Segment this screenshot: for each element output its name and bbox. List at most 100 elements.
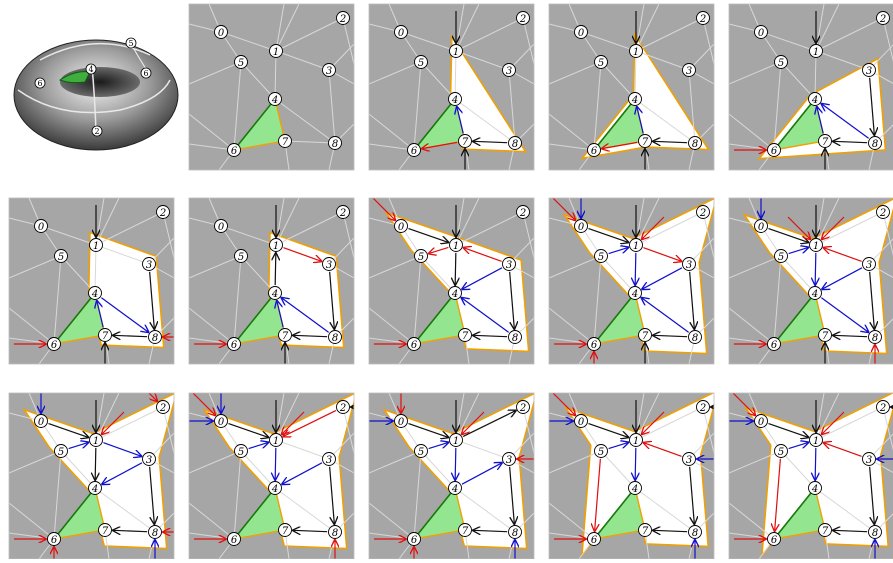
blue-arrow xyxy=(282,462,323,484)
black-arrow xyxy=(869,466,875,524)
vertex-4: 4 xyxy=(448,481,462,495)
svg-text:8: 8 xyxy=(512,139,518,150)
triangle-edge xyxy=(593,292,636,345)
svg-text:5: 5 xyxy=(778,252,784,263)
svg-text:0: 0 xyxy=(578,28,585,39)
svg-text:3: 3 xyxy=(506,260,512,271)
vertex-2: 2 xyxy=(696,205,710,219)
vertex-1: 1 xyxy=(269,433,283,447)
svg-text:4: 4 xyxy=(271,95,278,106)
svg-text:6: 6 xyxy=(231,146,238,157)
svg-text:2: 2 xyxy=(519,208,526,219)
svg-text:4: 4 xyxy=(631,95,638,106)
svg-text:5: 5 xyxy=(598,252,604,263)
svg-text:4: 4 xyxy=(88,65,93,74)
svg-text:5: 5 xyxy=(778,447,784,458)
mesh-edge xyxy=(342,17,354,65)
svg-text:4: 4 xyxy=(91,289,98,300)
panel-frame xyxy=(368,197,535,365)
blue-arrow xyxy=(821,297,868,333)
mesh-edge xyxy=(760,31,817,52)
mesh-edge xyxy=(729,61,782,85)
svg-text:2: 2 xyxy=(699,208,706,219)
panel-frame xyxy=(728,3,893,171)
vertex-8: 8 xyxy=(868,136,882,150)
red-arrow xyxy=(822,411,845,434)
svg-text:2: 2 xyxy=(94,127,99,136)
svg-text:0: 0 xyxy=(38,222,45,233)
vertex-0: 0 xyxy=(34,219,48,233)
mesh-edge xyxy=(189,255,242,279)
vertex-2: 2 xyxy=(696,11,710,25)
black-arrow xyxy=(408,423,449,438)
svg-text:7: 7 xyxy=(462,526,469,537)
svg-text:1: 1 xyxy=(453,436,459,447)
svg-text:6: 6 xyxy=(591,535,598,546)
red-arrow xyxy=(283,409,337,437)
svg-text:2: 2 xyxy=(519,14,526,25)
svg-text:4: 4 xyxy=(811,95,818,106)
svg-text:5: 5 xyxy=(418,447,424,458)
black-arrow xyxy=(149,271,155,329)
mesh-edge xyxy=(549,61,602,85)
svg-text:0: 0 xyxy=(758,28,765,39)
svg-text:6: 6 xyxy=(51,535,58,546)
panel-frame xyxy=(368,3,535,171)
torus-vertex-label: 6 xyxy=(34,77,46,89)
svg-text:0: 0 xyxy=(398,417,405,428)
vertex-7: 7 xyxy=(98,523,112,537)
svg-text:3: 3 xyxy=(866,66,872,77)
vertex-3: 3 xyxy=(322,63,336,77)
svg-text:4: 4 xyxy=(451,484,458,495)
blue-arrow xyxy=(821,104,869,139)
black-arrow xyxy=(768,228,809,243)
triangle-edge xyxy=(233,487,276,540)
vertex-6: 6 xyxy=(47,337,61,351)
vertex-3: 3 xyxy=(502,257,516,271)
svg-text:1: 1 xyxy=(273,47,279,58)
red-arrow xyxy=(602,141,638,148)
svg-text:5: 5 xyxy=(238,447,244,458)
mesh-edge xyxy=(189,307,235,345)
vertex-7: 7 xyxy=(278,134,292,148)
svg-text:8: 8 xyxy=(872,528,878,539)
black-arrow xyxy=(228,423,269,438)
mesh-edge xyxy=(162,211,174,259)
panel-frame xyxy=(8,197,175,365)
svg-text:2: 2 xyxy=(339,14,346,25)
svg-text:8: 8 xyxy=(332,139,338,150)
mesh-edge xyxy=(580,31,637,52)
black-arrow xyxy=(588,423,629,438)
black-arrow xyxy=(833,335,868,336)
black-arrow xyxy=(653,335,688,336)
mesh-edge xyxy=(522,17,534,65)
vertex-0: 0 xyxy=(394,414,408,428)
red-arrow xyxy=(283,247,322,262)
red-arrow xyxy=(464,248,502,262)
mesh-edge xyxy=(275,211,344,246)
red-arrow xyxy=(732,393,755,415)
vertex-0: 0 xyxy=(574,219,588,233)
vertex-3: 3 xyxy=(682,63,696,77)
vertex-5: 5 xyxy=(594,55,608,69)
vertex-8: 8 xyxy=(688,330,702,344)
mesh-edge xyxy=(455,17,524,52)
vertex-7: 7 xyxy=(638,134,652,148)
vertex-4: 4 xyxy=(88,286,102,300)
blue-arrow xyxy=(788,442,809,450)
mesh-edge xyxy=(815,17,884,52)
svg-text:8: 8 xyxy=(692,139,698,150)
mesh-edge xyxy=(189,502,235,540)
blue-arrow xyxy=(635,447,636,480)
svg-text:2: 2 xyxy=(699,14,706,25)
vertex-3: 3 xyxy=(502,63,516,77)
svg-text:5: 5 xyxy=(418,252,424,263)
mesh-edge xyxy=(780,450,816,489)
mesh-edge xyxy=(275,50,330,71)
svg-text:6: 6 xyxy=(411,535,418,546)
mesh-edge xyxy=(284,140,336,144)
mesh-edge xyxy=(729,307,775,345)
vertex-6: 6 xyxy=(407,532,421,546)
vertex-4: 4 xyxy=(88,481,102,495)
